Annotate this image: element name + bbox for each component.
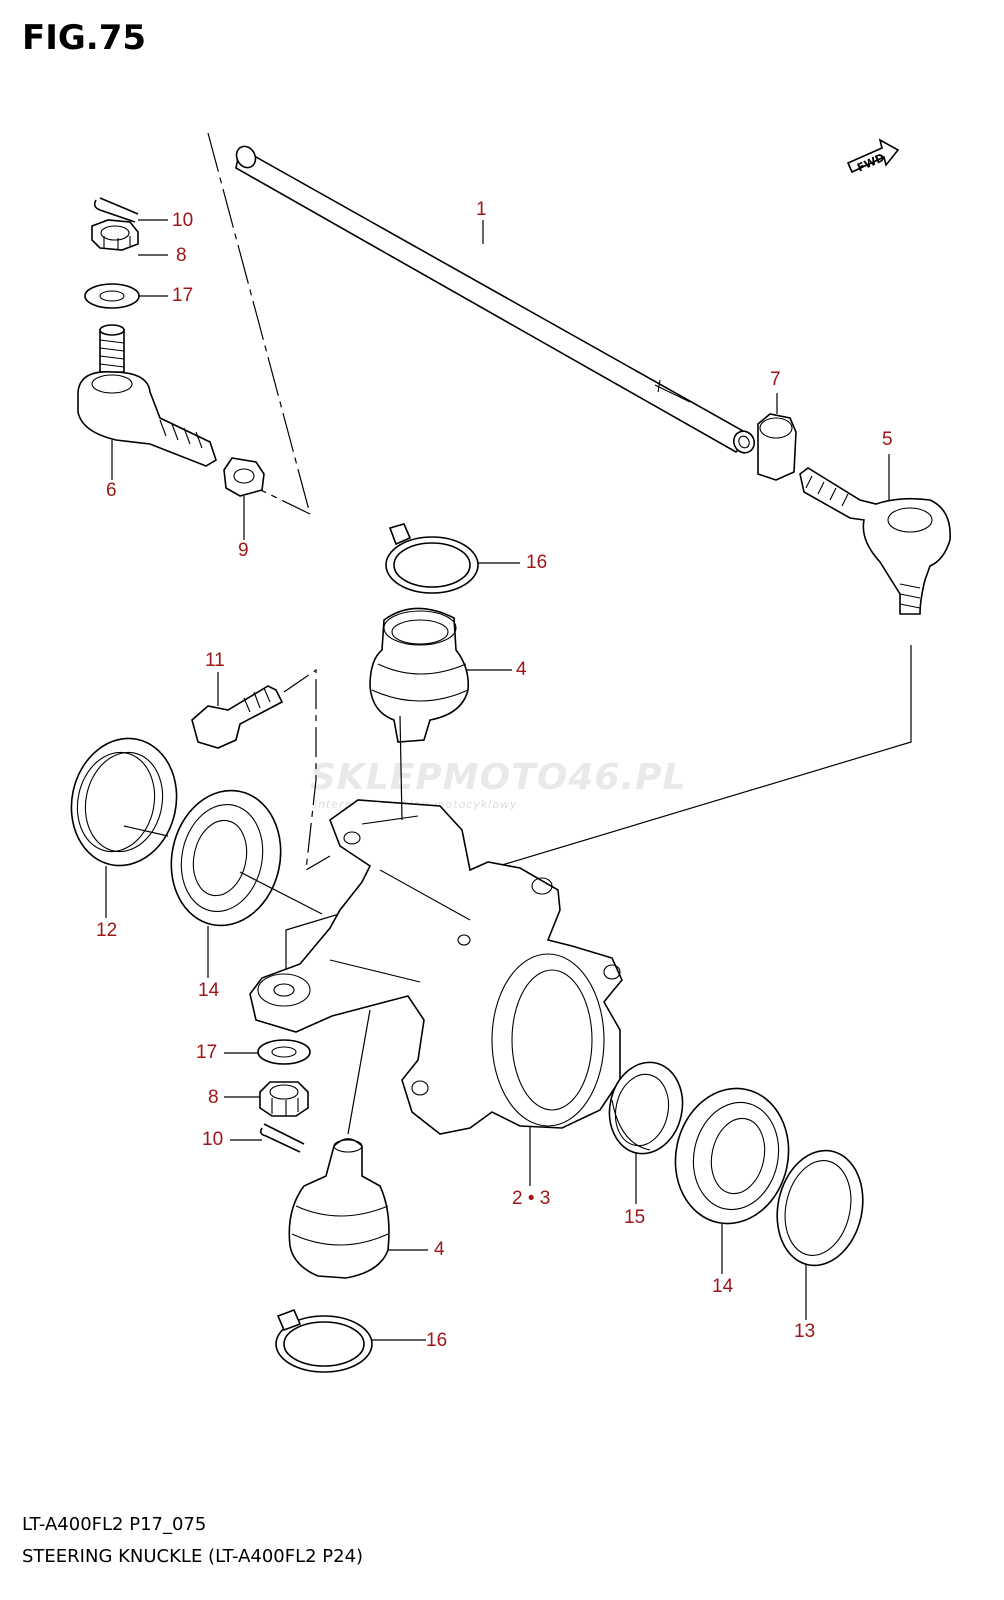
callout-7: 7 [770, 369, 781, 390]
figure-caption: STEERING KNUCKLE (LT-A400FL2 P24) [22, 1546, 364, 1567]
callout-8-lower: 8 [208, 1087, 219, 1108]
callout-17-lower: 17 [196, 1042, 218, 1063]
callout-16-lower: 16 [426, 1330, 448, 1351]
callout-4-lower: 4 [434, 1239, 445, 1260]
bolt [191, 685, 284, 749]
callout-15: 15 [624, 1207, 646, 1228]
callout-12: 12 [96, 920, 118, 941]
steering-knuckle [249, 799, 623, 1135]
bearing-right [674, 1087, 790, 1225]
ball-joint-top [369, 607, 470, 743]
tie-rod [235, 145, 756, 454]
bearing-left [170, 789, 282, 927]
ball-joint-lower [288, 1138, 390, 1279]
nut-left [223, 457, 265, 497]
castle-nut-lower [259, 1081, 309, 1117]
figure-title: FIG.75 [22, 18, 147, 58]
tie-rod-end-right [799, 467, 951, 615]
callout-leaders [105, 219, 890, 1341]
castle-nut-top [91, 219, 139, 251]
figure-code: LT-A400FL2 P17_075 [22, 1514, 207, 1535]
washer-top [84, 283, 140, 309]
cotter-pin-top [93, 197, 139, 223]
circlip-top [385, 523, 479, 594]
callout-11: 11 [205, 650, 225, 671]
callout-9: 9 [238, 540, 249, 561]
callout-10-top: 10 [172, 210, 194, 231]
nut-right [757, 413, 797, 481]
callout-5: 5 [882, 429, 893, 450]
tie-rod-end-left [77, 324, 217, 467]
callout-14-right: 14 [712, 1276, 734, 1297]
callout-6: 6 [106, 480, 117, 501]
oil-seal-left [70, 737, 178, 867]
callout-16-top: 16 [526, 552, 548, 573]
oil-seal-right [776, 1149, 864, 1267]
callout-2-3: 2 • 3 [512, 1188, 551, 1209]
callout-8-top: 8 [176, 245, 187, 266]
callout-13: 13 [794, 1321, 816, 1342]
fwd-arrow-icon: FWD [846, 138, 900, 175]
callout-14-left: 14 [198, 980, 220, 1001]
callout-17-top: 17 [172, 285, 194, 306]
circlip-lower [275, 1308, 373, 1373]
spacer [608, 1061, 684, 1155]
cotter-pin-lower [259, 1123, 305, 1153]
washer-lower [257, 1039, 311, 1065]
callout-4-top: 4 [516, 659, 527, 680]
callout-10-lower: 10 [202, 1129, 224, 1150]
callout-1: 1 [476, 199, 487, 220]
watermark-main-text: SKLEPMOTO46.PL [310, 757, 687, 798]
